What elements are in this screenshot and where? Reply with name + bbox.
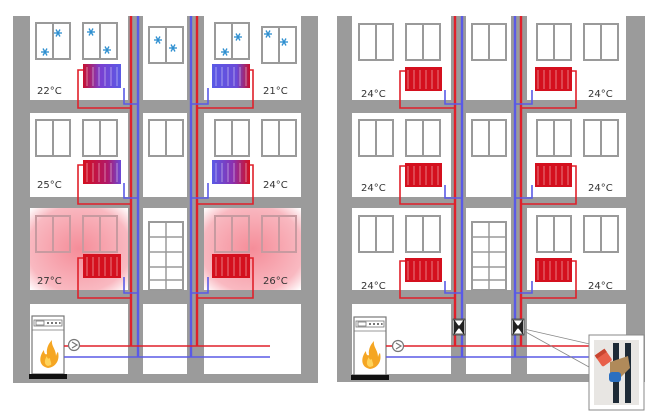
building-unbalanced: 22°C 21°C 25°C 24°C 27°C 26°C — [13, 16, 318, 383]
supply-riser — [453, 16, 523, 346]
balancing-valve-icon — [452, 318, 466, 336]
pump-icon — [391, 339, 405, 353]
temp-label: 26°C — [263, 276, 288, 287]
temp-label: 27°C — [37, 276, 62, 287]
temp-label: 22°C — [37, 86, 62, 97]
temp-label: 24°C — [588, 183, 613, 194]
return-riser — [460, 16, 517, 357]
temp-label: 24°C — [361, 183, 386, 194]
temp-label: 21°C — [263, 86, 288, 97]
radiator-icon — [83, 64, 250, 278]
boiler-icon — [350, 316, 390, 381]
temp-label: 24°C — [588, 89, 613, 100]
temp-label: 25°C — [37, 180, 62, 191]
boiler-icon — [28, 315, 68, 380]
return-riser — [136, 16, 193, 357]
temp-label: 24°C — [588, 281, 613, 292]
pump-icon — [67, 338, 81, 352]
balancing-valve-inset — [588, 334, 645, 411]
balancing-valve-icon — [511, 318, 525, 336]
temp-label: 24°C — [361, 89, 386, 100]
temp-label: 24°C — [361, 281, 386, 292]
radiator-icon — [405, 67, 572, 282]
building-balanced: 24°C 24°C 24°C 24°C 24°C 24°C — [337, 16, 645, 411]
temp-label: 24°C — [263, 180, 288, 191]
supply-riser — [129, 16, 199, 346]
